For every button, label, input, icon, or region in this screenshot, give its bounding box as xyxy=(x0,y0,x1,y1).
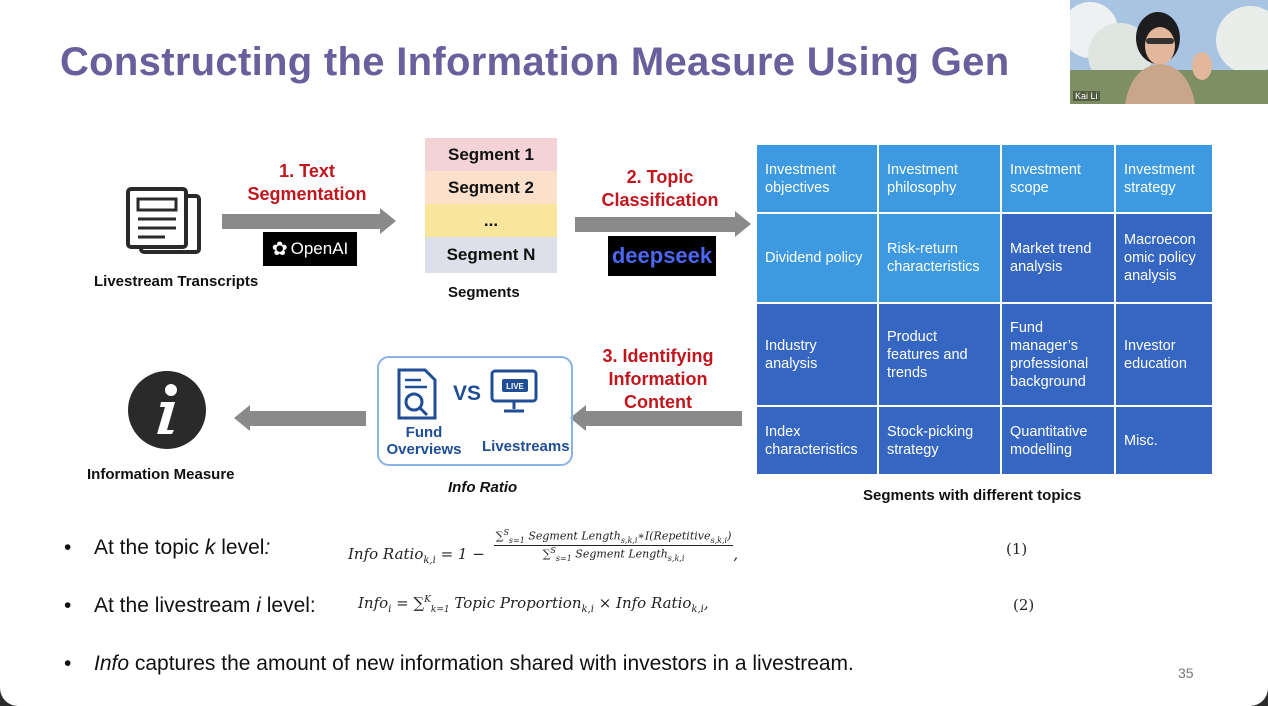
topic-cell: Industry analysis xyxy=(757,304,877,405)
presenter-video-frame xyxy=(1070,0,1268,104)
bullet1-suffix: level xyxy=(215,536,265,559)
bullet3-rest: captures the amount of new information s… xyxy=(129,652,854,675)
arrow-step2 xyxy=(575,211,751,237)
topic-cell: Investment objectives xyxy=(757,145,877,212)
topic-cell: Dividend policy xyxy=(757,214,877,302)
topic-cell: Investment philosophy xyxy=(879,145,1000,212)
bullet1-var: k xyxy=(204,536,216,559)
vs-label: VS xyxy=(453,382,482,405)
fund-overviews-label: Fund Overviews xyxy=(386,424,462,458)
bullet2-var: i xyxy=(256,594,261,617)
bullet-livestream-level: • At the livestream i level: xyxy=(64,594,316,618)
bullet2-prefix: At the livestream xyxy=(94,594,257,617)
live-badge-text: LIVE xyxy=(506,382,524,391)
info-ratio-label: Info Ratio xyxy=(448,479,518,496)
topic-cell: Investment strategy xyxy=(1116,145,1212,212)
step1-label: 1. Text Segmentation xyxy=(247,161,367,204)
topic-cell: Macroecon omic policy analysis xyxy=(1116,214,1212,302)
slide-title: Constructing the Information Measure Usi… xyxy=(60,40,1010,84)
bullet3-italic: Info xyxy=(94,652,130,675)
openai-logo: ✿OpenAI xyxy=(263,232,357,266)
arrow-step3 xyxy=(570,405,742,431)
topic-cell: Index characteristics xyxy=(757,407,877,474)
livestreams-label: Livestreams xyxy=(482,438,570,455)
participant-name: Kai Li xyxy=(1073,91,1100,101)
bullet-dot: • xyxy=(64,536,72,559)
bullet-dot: • xyxy=(64,652,72,675)
topic-cell: Misc. xyxy=(1116,407,1212,474)
info-ratio-box: VS LIVE Fund Overviews Livestreams xyxy=(377,356,573,466)
deepseek-logo: deepseek xyxy=(608,236,716,276)
arrow-step1 xyxy=(222,208,396,234)
step3-label: 3. Identifying Information Content xyxy=(602,346,714,412)
livestream-monitor-icon: LIVE xyxy=(490,369,538,413)
segment-n: Segment N xyxy=(425,237,557,273)
bullet2-suffix: level: xyxy=(260,594,316,617)
equation-2: Infoi = ∑Kk=1 Topic Proportionk,i × Info… xyxy=(358,594,709,615)
arrow-to-measure xyxy=(234,405,366,431)
topics-caption: Segments with different topics xyxy=(863,487,1082,504)
topic-cell: Stock-picking strategy xyxy=(879,407,1000,474)
bullet-dot: • xyxy=(64,594,72,617)
bullet1-prefix: At the topic xyxy=(94,536,205,559)
topic-cell: Risk-return characteristics xyxy=(879,214,1000,302)
topic-cell: Investor education xyxy=(1116,304,1212,405)
equation-2-number: (2) xyxy=(1013,596,1035,614)
bullet-info-definition: • Info captures the amount of new inform… xyxy=(64,652,854,676)
webcam-video[interactable]: Kai Li xyxy=(1070,0,1268,104)
document-icon xyxy=(126,187,201,254)
transcripts-label: Livestream Transcripts xyxy=(94,273,259,290)
bullet1-colon: : xyxy=(264,536,271,559)
step2-label: 2. Topic Classification xyxy=(601,167,719,210)
topic-cell: Investment scope xyxy=(1002,145,1114,212)
fund-overview-icon xyxy=(397,368,437,420)
segment-2: Segment 2 xyxy=(425,171,557,204)
information-icon xyxy=(128,371,206,449)
topic-cell: Market trend analysis xyxy=(1002,214,1114,302)
bullet-topic-level: • At the topic k level: xyxy=(64,536,271,560)
topic-cell: Quantitative modelling xyxy=(1002,407,1114,474)
openai-knot-icon: ✿ xyxy=(271,238,288,260)
information-measure-label: Information Measure xyxy=(87,466,235,483)
equation-1: Info Ratiok,i = 1 − ∑Ss=1 Segment Length… xyxy=(348,528,739,567)
topic-cell: Product features and trends xyxy=(879,304,1000,405)
equation-1-number: (1) xyxy=(1006,540,1028,558)
segment-1: Segment 1 xyxy=(425,138,557,171)
openai-logo-text: OpenAI xyxy=(290,239,349,258)
segment-ellipsis: ... xyxy=(425,204,557,237)
segments-label: Segments xyxy=(448,284,520,301)
page-number: 35 xyxy=(1178,665,1194,681)
topic-cell: Fund manager’s professional background xyxy=(1002,304,1114,405)
